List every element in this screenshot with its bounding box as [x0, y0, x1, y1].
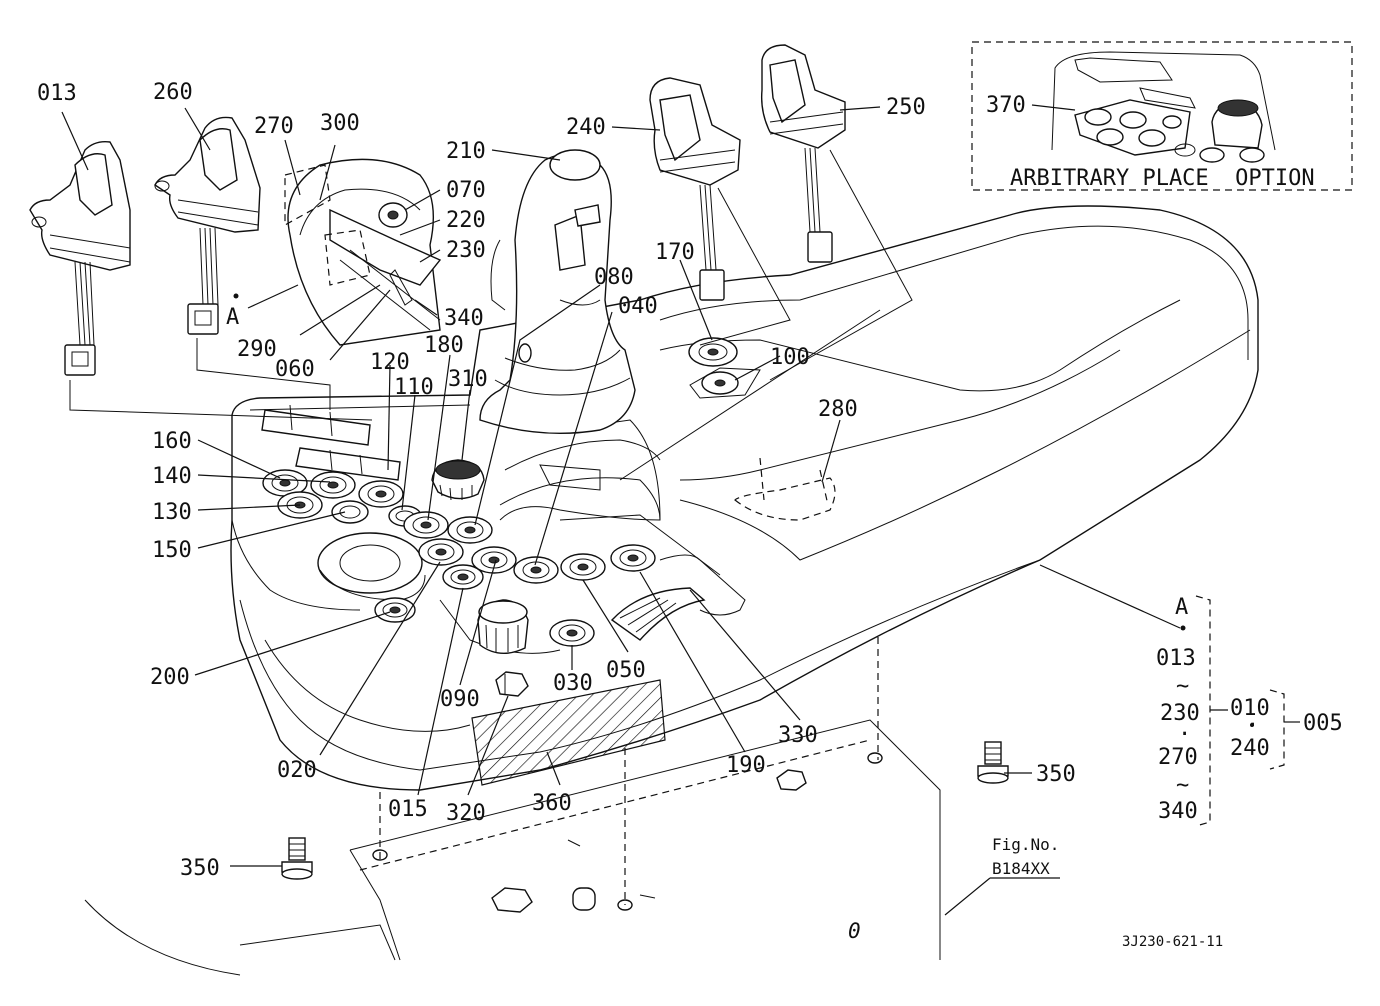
label-110: 110	[394, 375, 434, 400]
label-240: 240	[566, 115, 606, 140]
label-plate-360	[471, 679, 666, 786]
button-050	[560, 553, 606, 581]
label-350-left: 350	[180, 856, 220, 881]
button-080a	[403, 511, 449, 539]
label-090: 090	[440, 687, 480, 712]
option-caption: ARBITRARY PLACE OPTION	[1010, 166, 1315, 191]
legend-tilde-1: ~	[1176, 674, 1189, 699]
figure-code: 3J230-621-11	[1122, 934, 1223, 950]
legend-marker-a: A	[1175, 595, 1188, 620]
base-frame: 0	[84, 719, 941, 976]
legend-010: 010	[1230, 696, 1270, 721]
figure-title: Fig.No.	[992, 835, 1059, 854]
label-180: 180	[424, 333, 464, 358]
bolt-350-left	[281, 837, 313, 880]
label-330: 330	[778, 723, 818, 748]
label-190: 190	[726, 753, 766, 778]
legend-340: 340	[1158, 799, 1198, 824]
label-140: 140	[152, 464, 192, 489]
svg-text:0: 0	[848, 919, 861, 943]
label-280: 280	[818, 397, 858, 422]
switch-260	[154, 116, 261, 335]
label-230: 230	[446, 238, 486, 263]
legend-dot-1: ·	[1178, 722, 1191, 747]
label-350-right: 350	[1036, 762, 1076, 787]
legend-brackets	[233, 293, 1300, 827]
label-200: 200	[150, 665, 190, 690]
button-170	[688, 337, 738, 367]
label-030: 030	[553, 671, 593, 696]
legend-230: 230	[1160, 701, 1200, 726]
nut-320	[495, 671, 529, 697]
button-200	[374, 597, 416, 623]
label-170: 170	[655, 240, 695, 265]
button-030	[549, 619, 595, 647]
switch-013	[29, 140, 131, 376]
push-buttons	[262, 337, 761, 647]
figure-info: Fig.No. B184XX 3J230-621-11	[992, 835, 1223, 950]
label-370: 370	[986, 93, 1026, 118]
marker-a: A	[226, 305, 239, 330]
label-080: 080	[594, 265, 634, 290]
label-260: 260	[153, 80, 193, 105]
switch-250	[760, 44, 846, 263]
grip-assembly	[284, 158, 442, 346]
label-310: 310	[448, 367, 488, 392]
legend-240: 240	[1230, 736, 1270, 761]
button-040	[513, 556, 559, 584]
switch-240	[649, 77, 741, 301]
label-320: 320	[446, 801, 486, 826]
bolt-350-right	[977, 741, 1009, 784]
label-015: 015	[388, 797, 428, 822]
knob-090	[477, 599, 529, 654]
assembly-legend: A 013 ~ 230 · 270 ~ 340 010 · 240 005	[1156, 595, 1343, 824]
label-210: 210	[446, 139, 486, 164]
label-220: 220	[446, 208, 486, 233]
button-100	[689, 367, 761, 399]
label-160: 160	[152, 429, 192, 454]
legend-270: 270	[1158, 745, 1198, 770]
button-150	[331, 500, 369, 524]
panel-connectors	[261, 404, 401, 481]
legend-005: 005	[1303, 711, 1343, 736]
label-290: 290	[237, 337, 277, 362]
label-360: 360	[532, 791, 572, 816]
label-060: 060	[275, 357, 315, 382]
option-inset	[971, 41, 1353, 191]
knob-310	[431, 459, 485, 501]
legend-013: 013	[1156, 646, 1196, 671]
button-090	[471, 546, 517, 574]
label-340: 340	[444, 306, 484, 331]
label-300: 300	[320, 111, 360, 136]
button-140	[310, 471, 356, 499]
label-070: 070	[446, 178, 486, 203]
legend-tilde-2: ~	[1176, 773, 1189, 798]
label-040: 040	[618, 294, 658, 319]
joystick-210	[479, 149, 636, 435]
label-150: 150	[152, 538, 192, 563]
button-180	[358, 480, 404, 508]
button-080b	[447, 516, 493, 544]
label-250: 250	[886, 95, 926, 120]
label-020: 020	[277, 758, 317, 783]
label-013: 013	[37, 81, 77, 106]
label-270: 270	[254, 114, 294, 139]
leader-lines	[61, 104, 1181, 916]
knobs	[431, 459, 706, 697]
label-130: 130	[152, 500, 192, 525]
cable-280	[734, 457, 836, 521]
label-120: 120	[370, 350, 410, 375]
label-050: 050	[606, 658, 646, 683]
dial-330	[610, 587, 706, 641]
button-020	[418, 538, 464, 566]
label-100: 100	[770, 345, 810, 370]
button-190	[610, 544, 656, 572]
legend-dot-2: ·	[1246, 713, 1259, 738]
callout-labels: 013 260 270 300 210 240 250 370 070 220 …	[37, 80, 1076, 881]
figure-number: B184XX	[992, 859, 1050, 878]
